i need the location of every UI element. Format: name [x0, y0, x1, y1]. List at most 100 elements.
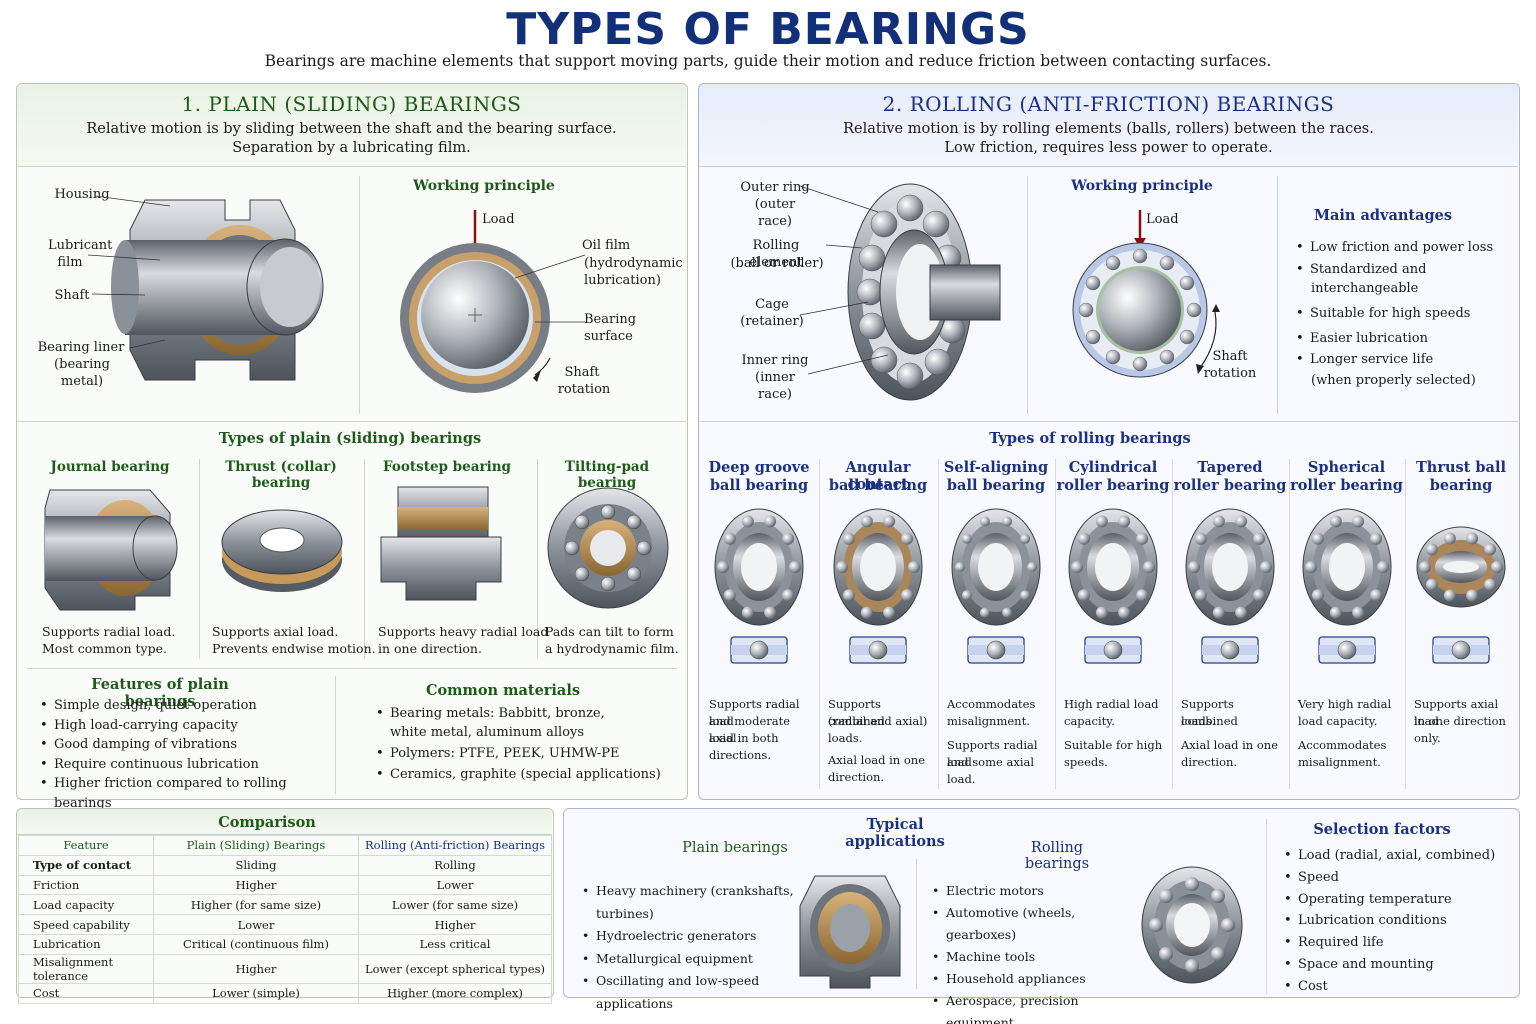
feature-item: High load-carrying capacity	[40, 716, 320, 736]
rolling-type-bearing-icon	[1068, 508, 1158, 664]
rolling-type-name: ball bearing	[946, 477, 1046, 494]
rolling-shaft-rotation-label: Shaft	[1212, 349, 1248, 364]
rolling-type-desc: in one direction	[1414, 714, 1506, 728]
table-cell: Friction	[18, 874, 154, 896]
table-cell: Rolling	[358, 854, 552, 876]
rolling-types-title: Types of rolling bearings	[989, 430, 1191, 447]
pillow-block-bearing-icon	[799, 875, 901, 989]
table-cell: Higher	[358, 914, 552, 935]
rolling-type-name: roller bearing	[1290, 477, 1403, 494]
rolling-type-desc: only.	[1414, 731, 1441, 745]
rolling-type-name: Spherical	[1307, 459, 1386, 476]
rolling-type-bearing-icon	[833, 508, 923, 664]
feature-item: Higher friction compared to rolling bear…	[40, 774, 320, 813]
rolling-applications-title: Rolling bearings	[1024, 840, 1090, 872]
label-inner-ring: Inner ring	[741, 353, 809, 368]
rolling-type-desc: (radial and axial)	[828, 714, 928, 728]
rolling-type-bearing-icon	[714, 508, 804, 664]
rolling-type-bearing-icon	[951, 508, 1041, 664]
plain-desc-1: Relative motion is by sliding between th…	[86, 121, 617, 137]
table-header: Feature	[18, 835, 154, 856]
rolling-type-desc: Supports combined	[1181, 697, 1238, 728]
rolling-type-bearing-icon	[1302, 508, 1391, 664]
rolling-type-bearing-icon	[1416, 526, 1506, 664]
table-cell: Lower	[358, 874, 552, 896]
rolling-type-name: Cylindrical	[1068, 459, 1158, 476]
materials-list-2: Polymers: PTFE, PEEK, UHMW-PE Ceramics, …	[376, 743, 676, 785]
plain-type-desc-2: Most common type.	[42, 641, 167, 656]
feature-item: Good damping of vibrations	[40, 735, 320, 755]
table-cell: Sliding	[153, 854, 359, 876]
label-ball-roller: (ball or roller)	[730, 256, 824, 271]
table-cell: Lower (simple)	[153, 982, 359, 1004]
application-item: Machine tools	[932, 946, 1142, 968]
rolling-type-desc: Supports combined	[828, 697, 885, 728]
table-header: Plain (Sliding) Bearings	[153, 835, 359, 856]
label-rolling-element: Rolling element	[749, 238, 803, 270]
feature-item: Simple design, quiet operation	[40, 696, 320, 716]
plain-types-title: Types of plain (sliding) bearings	[218, 430, 482, 447]
plain-load-label: Load	[482, 212, 515, 227]
application-item: Metallurgical equipment	[582, 948, 812, 971]
rolling-type-desc: Supports radial load	[947, 738, 1038, 769]
plain-working-diagram	[400, 210, 586, 393]
plain-bearings-panel: 1. PLAIN (SLIDING) BEARINGS Relative mot…	[16, 83, 688, 800]
rolling-type-desc: loads.	[828, 731, 863, 745]
oil-film-label-2: (hydrodynamic	[584, 256, 683, 271]
plain-title: 1. PLAIN (SLIDING) BEARINGS	[181, 92, 522, 116]
rolling-type-desc: Axial load in one	[828, 753, 926, 767]
table-cell: Lubrication	[18, 933, 154, 955]
advantage-item: Standardized and	[1296, 261, 1506, 279]
rolling-bearings-panel: 2. ROLLING (ANTI-FRICTION) BEARINGS Rela…	[698, 83, 1520, 800]
plain-applications-title: Plain bearings	[682, 840, 788, 856]
label-lubricant: Lubricant	[48, 238, 113, 253]
feature-item: Require continuous lubrication	[40, 755, 320, 775]
rolling-type-name: roller bearing	[1056, 477, 1170, 494]
rolling-type-name: bearing	[1429, 477, 1493, 494]
materials-list: Bearing metals: Babbitt, bronze,	[376, 704, 676, 724]
plain-type-desc-2: a hydrodynamic film.	[545, 641, 679, 656]
selection-item: Cost	[1284, 976, 1504, 998]
plain-applications-list: Heavy machinery (crankshafts, turbines) …	[582, 880, 812, 1015]
rolling-type-desc: capacity.	[1064, 714, 1115, 728]
application-item: Household appliances	[932, 968, 1142, 990]
advantages-list-2: Suitable for high speeds Easier lubricat…	[1296, 302, 1506, 369]
rolling-type-desc: load capacity.	[1298, 714, 1378, 728]
rolling-type-desc: High radial load	[1064, 697, 1159, 711]
selection-item: Space and mounting	[1284, 954, 1504, 976]
advantages-title: Main advantages	[1313, 207, 1453, 224]
features-list: Simple design, quiet operation High load…	[40, 696, 320, 813]
advantage-item: Suitable for high speeds	[1296, 302, 1506, 327]
table-cell: Lower (except spherical types)	[358, 953, 552, 984]
applications-title: Typical applications	[845, 816, 945, 850]
table-cell: Higher (for same size)	[153, 894, 359, 916]
label-cage: Cage	[755, 297, 789, 312]
table-cell: Lower	[153, 914, 359, 935]
label-retainer: (retainer)	[740, 314, 804, 329]
rolling-desc-2: Low friction, requires less power to ope…	[944, 140, 1273, 156]
shaft-rotation-label-2: rotation	[557, 382, 611, 397]
application-item: Automotive (wheels, gearboxes)	[932, 902, 1142, 946]
selection-item: Required life	[1284, 932, 1504, 954]
advantage-item: Easier lubrication	[1296, 327, 1506, 352]
rolling-header	[699, 84, 1518, 167]
rolling-type-name: Thrust ball	[1416, 459, 1506, 476]
rolling-type-name: Deep groove	[708, 459, 810, 476]
rolling-type-desc: Axial load in one	[1181, 738, 1279, 752]
comparison-table: Feature Plain (Sliding) Bearings Rolling…	[18, 835, 552, 1004]
thrust-bearing-icon	[221, 509, 343, 592]
advantage-item: Low friction and power loss	[1296, 236, 1506, 261]
plain-type-name: Thrust (collar) bearing	[225, 459, 337, 491]
plain-working-title: Working principle	[413, 178, 555, 194]
selection-title: Selection factors	[1313, 821, 1451, 838]
rolling-type-desc: loads.	[1181, 714, 1216, 728]
application-item: Aerospace, precision equipment	[932, 990, 1142, 1024]
rolling-type-name: ball bearing	[828, 477, 928, 494]
comparison-panel: Comparison Feature Plain (Sliding) Beari…	[16, 808, 554, 1004]
rolling-type-desc: misalignment.	[947, 714, 1030, 728]
bearing-surface-label: Bearing	[584, 312, 637, 327]
rolling-working-title: Working principle	[1071, 178, 1213, 194]
rolling-type-bearing-icon	[1185, 508, 1275, 664]
